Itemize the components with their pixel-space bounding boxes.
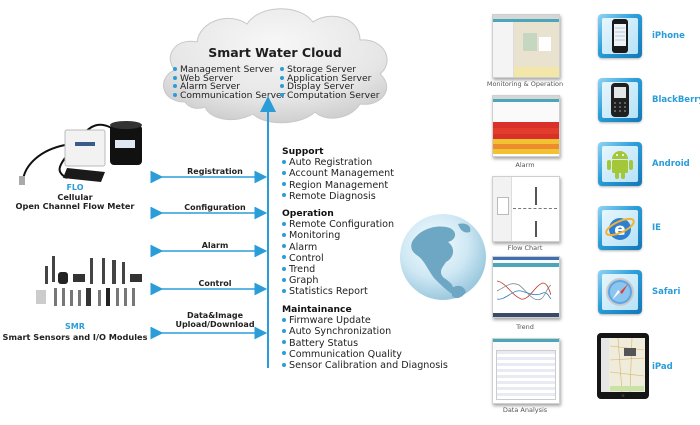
feature-item: Control <box>282 253 394 264</box>
feature-item: Trend <box>282 264 394 275</box>
feature-item: Remote Configuration <box>282 219 394 230</box>
label-configuration: Configuration <box>184 203 246 212</box>
product-flo-name: FLO <box>66 183 84 192</box>
feature-group-operation: Operation Remote Configuration Monitorin… <box>282 208 394 298</box>
feature-item: Alarm <box>282 242 394 253</box>
feature-heading: Support <box>282 146 324 157</box>
safari-tile[interactable] <box>598 270 642 314</box>
flow-meter-image <box>19 121 142 185</box>
device-label-safari: Safari <box>652 287 681 297</box>
cloud-shape <box>163 8 388 124</box>
globe-image <box>400 214 486 300</box>
product-flo-description: Cellular Open Channel Flow Meter <box>15 192 135 211</box>
feature-item: Monitoring <box>282 230 394 241</box>
device-label-iphone: iPhone <box>652 31 685 41</box>
feature-item: Auto Synchronization <box>282 326 448 337</box>
server-item: Storage Server <box>280 65 380 75</box>
blackberry-icon <box>611 83 629 117</box>
cloud-servers-right: Storage Server Application Server Displa… <box>280 65 380 101</box>
server-item: Communication Server <box>173 91 285 101</box>
label-alarm: Alarm <box>201 241 229 250</box>
caption-trend: Trend <box>516 323 534 331</box>
screen-monitoring-operation[interactable] <box>492 14 560 78</box>
feature-item: Remote Diagnosis <box>282 191 394 202</box>
cloud-servers-left: Management Server Web Server Alarm Serve… <box>173 65 285 101</box>
product-smr-description: Smart Sensors and I/O Modules <box>2 332 148 342</box>
feature-item: Battery Status <box>282 338 448 349</box>
internet-explorer-icon: e <box>605 217 635 240</box>
feature-heading: Maintainance <box>282 304 352 315</box>
product-smr-name: SMR <box>65 322 85 331</box>
label-control: Control <box>198 279 232 288</box>
feature-item: Sensor Calibration and Diagnosis <box>282 360 448 371</box>
screen-data-analysis[interactable] <box>492 338 560 404</box>
feature-item: Statistics Report <box>282 286 394 297</box>
server-item: Alarm Server <box>173 82 285 92</box>
label-data-upload: Data&Image Upload/Download <box>175 311 255 329</box>
android-icon <box>607 151 633 179</box>
feature-group-maintainance: Maintainance Firmware Update Auto Synchr… <box>282 304 448 371</box>
android-tile[interactable] <box>598 142 642 186</box>
caption-alarm: Alarm <box>515 161 535 169</box>
ipad-icon[interactable] <box>596 332 650 400</box>
safari-icon <box>606 278 634 306</box>
server-item: Web Server <box>173 73 285 84</box>
iphone-icon <box>612 19 628 53</box>
feature-item: Communication Quality <box>282 349 448 360</box>
svg-text:e: e <box>614 220 626 240</box>
ie-tile[interactable]: e <box>598 206 642 250</box>
device-label-ie: IE <box>652 223 661 233</box>
screen-trend[interactable] <box>492 256 560 318</box>
label-registration: Registration <box>187 167 243 176</box>
feature-group-support: Support Auto Registration Account Manage… <box>282 146 394 202</box>
cloud-title: Smart Water Cloud <box>208 45 342 60</box>
feature-heading: Operation <box>282 208 334 219</box>
caption-data-analysis: Data Analysis <box>502 406 548 414</box>
feature-item: Auto Registration <box>282 157 394 168</box>
screen-alarm[interactable] <box>492 95 560 157</box>
feature-item: Firmware Update <box>282 315 448 326</box>
iphone-tile[interactable] <box>598 14 642 58</box>
caption-flow-chart: Flow Chart <box>507 244 543 252</box>
server-item: Application Server <box>280 73 380 84</box>
server-item: Computation Server <box>280 91 380 101</box>
server-item: Display Server <box>280 82 380 92</box>
device-label-android: Android <box>652 159 690 169</box>
device-label-ipad: iPad <box>652 362 673 372</box>
blackberry-tile[interactable] <box>598 78 642 122</box>
device-label-blackberry: BlackBerry <box>652 95 700 105</box>
feature-item: Graph <box>282 275 394 286</box>
screen-flow-chart[interactable] <box>492 176 560 242</box>
server-item: Management Server <box>173 65 285 75</box>
smart-sensors-image <box>36 256 142 306</box>
caption-monitoring-operation: Monitoring & Operation <box>486 80 564 88</box>
feature-item: Account Management <box>282 168 394 179</box>
feature-item: Region Management <box>282 180 394 191</box>
